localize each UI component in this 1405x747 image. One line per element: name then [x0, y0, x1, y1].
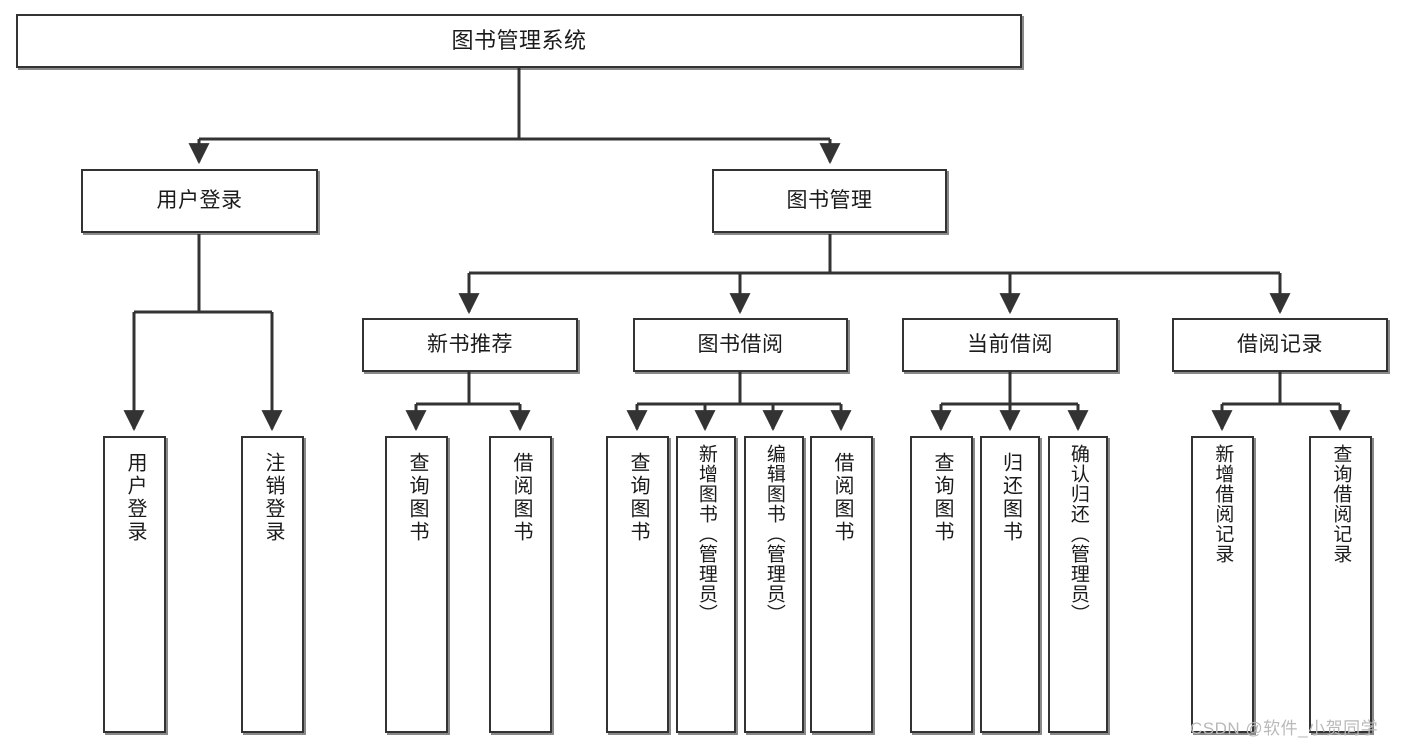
node-leaf-add-book-label: 新增图书（管理员）	[695, 444, 717, 624]
node-leaf-add-record[interactable]: 新增借阅记录	[1191, 436, 1254, 733]
node-root[interactable]: 图书管理系统	[16, 14, 1022, 68]
node-leaf-query-record[interactable]: 查询借阅记录	[1309, 436, 1372, 733]
node-leaf-borrow-book-1[interactable]: 借阅图书	[489, 436, 552, 733]
node-leaf-return-book-label: 归还图书	[999, 452, 1022, 544]
node-borrow-record-label: 借阅记录	[1237, 333, 1323, 357]
node-leaf-borrow-book-2[interactable]: 借阅图书	[810, 436, 873, 733]
node-leaf-query-book-2-label: 查询图书	[627, 452, 649, 544]
node-book-manage[interactable]: 图书管理	[712, 169, 947, 233]
node-leaf-query-book-3-label: 查询图书	[931, 452, 953, 544]
node-leaf-borrow-book-2-label: 借阅图书	[831, 452, 853, 544]
node-leaf-query-book-1[interactable]: 查询图书	[385, 436, 448, 733]
node-leaf-add-record-label: 新增借阅记录	[1212, 444, 1234, 564]
node-borrow-record[interactable]: 借阅记录	[1172, 318, 1388, 372]
node-leaf-confirm-return-label: 确认归还（管理员）	[1067, 444, 1089, 624]
node-new-book-recommend-label: 新书推荐	[427, 333, 513, 357]
node-user-login[interactable]: 用户登录	[81, 169, 318, 233]
node-leaf-confirm-return[interactable]: 确认归还（管理员）	[1048, 436, 1108, 733]
node-leaf-logout-login-label: 注销登录	[262, 452, 284, 544]
node-book-borrow-label: 图书借阅	[697, 333, 784, 357]
node-leaf-query-book-3[interactable]: 查询图书	[910, 436, 973, 733]
node-current-borrow-label: 当前借阅	[967, 333, 1053, 357]
node-leaf-query-book-1-label: 查询图书	[406, 452, 428, 544]
watermark: CSDN @软件_小贺同学	[1190, 719, 1379, 738]
node-leaf-edit-book-label: 编辑图书（管理员）	[763, 444, 785, 624]
node-book-manage-label: 图书管理	[786, 189, 873, 213]
node-book-borrow[interactable]: 图书借阅	[633, 318, 848, 372]
node-root-label: 图书管理系统	[451, 27, 587, 53]
node-leaf-logout-login[interactable]: 注销登录	[241, 436, 304, 733]
node-leaf-query-record-label: 查询借阅记录	[1330, 444, 1352, 564]
node-leaf-borrow-book-1-label: 借阅图书	[510, 452, 532, 544]
node-new-book-recommend[interactable]: 新书推荐	[362, 318, 578, 372]
node-user-login-label: 用户登录	[156, 189, 243, 213]
node-leaf-return-book[interactable]: 归还图书	[980, 436, 1040, 733]
node-leaf-user-login[interactable]: 用户登录	[103, 436, 166, 733]
node-leaf-add-book[interactable]: 新增图书（管理员）	[676, 436, 736, 733]
node-leaf-edit-book[interactable]: 编辑图书（管理员）	[744, 436, 804, 733]
node-leaf-query-book-2[interactable]: 查询图书	[606, 436, 669, 733]
node-leaf-user-login-label: 用户登录	[124, 452, 146, 544]
node-current-borrow[interactable]: 当前借阅	[902, 318, 1118, 372]
